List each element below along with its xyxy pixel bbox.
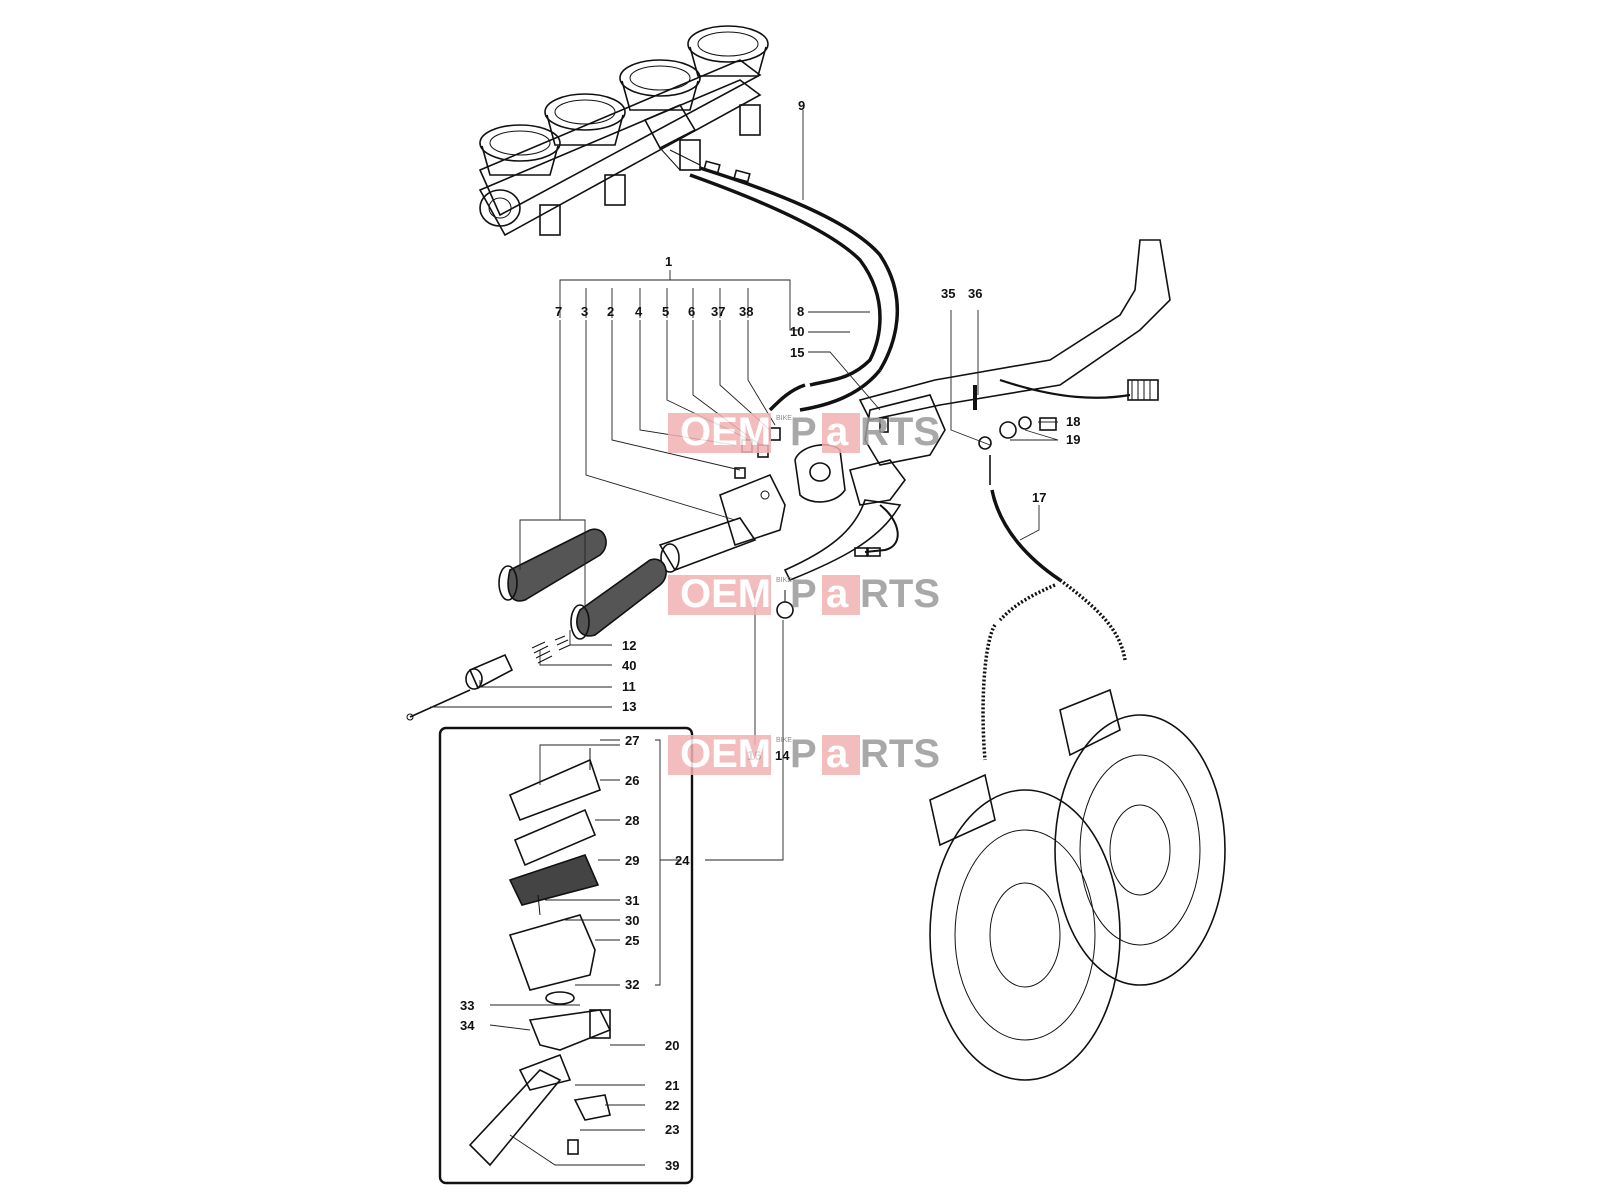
detail-inset-frame — [438, 726, 694, 1185]
watermark-2-oem: OEM — [680, 572, 771, 616]
watermark-2-rts: RTS — [860, 572, 940, 616]
callout-13: 13 — [622, 699, 636, 714]
callout-2: 2 — [607, 304, 614, 319]
throttle-body-assembly — [478, 25, 769, 237]
watermark-1-bike: BIKE — [776, 415, 792, 422]
brake-master-cylinder — [776, 394, 946, 619]
throttle-switch-housing — [719, 444, 846, 547]
callout-30: 30 — [625, 913, 639, 928]
watermark-1-rts: RTS — [860, 410, 940, 454]
front-brake-discs — [929, 714, 1226, 1081]
callout-22: 22 — [665, 1098, 679, 1113]
callout-7: 7 — [555, 304, 562, 319]
watermark-2-p: P — [790, 572, 817, 616]
callout-38: 38 — [739, 304, 753, 319]
watermark-1: OEM BIKE P a RTS — [668, 410, 940, 454]
watermark-2: OEM BIKE P a RTS — [668, 572, 940, 616]
callout-21: 21 — [665, 1078, 679, 1093]
callout-6: 6 — [688, 304, 695, 319]
watermark-3-oem: OEM — [680, 732, 771, 776]
callout-12: 12 — [622, 638, 636, 653]
callout-33: 33 — [460, 998, 474, 1013]
watermark-2-a: a — [826, 572, 849, 616]
watermark-3: OEM BIKE P a RTS — [668, 732, 940, 776]
watermark-1-a: a — [826, 410, 849, 454]
brake-banjo-fittings — [978, 416, 1057, 485]
callout-5: 5 — [662, 304, 669, 319]
watermark-1-oem: OEM — [680, 410, 771, 454]
handlebar-tube — [858, 239, 1171, 421]
callout-20: 20 — [665, 1038, 679, 1053]
callout-34: 34 — [460, 1018, 475, 1033]
brake-calipers — [929, 688, 1121, 847]
inset-components — [468, 748, 612, 1167]
callout-28: 28 — [625, 813, 639, 828]
callout-32: 32 — [625, 977, 639, 992]
callout-4: 4 — [635, 304, 643, 319]
callout-29: 29 — [625, 853, 639, 868]
callout-31: 31 — [625, 893, 639, 908]
callout-24: 24 — [675, 853, 690, 868]
callout-10: 10 — [790, 324, 804, 339]
callout-17: 17 — [1032, 490, 1046, 505]
callout-40: 40 — [622, 658, 636, 673]
callout-35: 35 — [941, 286, 955, 301]
callout-19: 19 — [1066, 432, 1080, 447]
callout-15: 15 — [790, 345, 804, 360]
watermark-3-rts: RTS — [860, 732, 940, 776]
callout-39: 39 — [665, 1158, 679, 1173]
callout-8: 8 — [797, 304, 804, 319]
callout-26: 26 — [625, 773, 639, 788]
watermark-1-p: P — [790, 410, 817, 454]
leader-lines — [430, 110, 1059, 1166]
watermark-3-bike: BIKE — [776, 737, 792, 744]
handlebar-grips — [498, 528, 667, 640]
callout-23: 23 — [665, 1122, 679, 1137]
watermark-3-p: P — [790, 732, 817, 776]
callout-36: 36 — [968, 286, 982, 301]
callout-25: 25 — [625, 933, 639, 948]
watermark-3-a: a — [826, 732, 849, 776]
throttle-grip-tube — [658, 517, 757, 573]
callout-9: 9 — [798, 98, 805, 113]
throttle-cables — [689, 160, 900, 412]
callout-1: 1 — [665, 254, 672, 269]
callout-27: 27 — [625, 733, 639, 748]
callout-37: 37 — [711, 304, 725, 319]
callout-14: 14 — [775, 748, 790, 763]
callout-labels: 1 7 3 2 4 5 6 37 38 8 10 15 9 35 36 18 1… — [460, 98, 1080, 1173]
callout-11: 11 — [622, 679, 636, 694]
callout-3: 3 — [581, 304, 588, 319]
watermark-2-bike: BIKE — [776, 577, 792, 584]
callout-18: 18 — [1066, 414, 1080, 429]
brake-hoses — [981, 489, 1127, 761]
bar-end-weight — [406, 635, 571, 721]
